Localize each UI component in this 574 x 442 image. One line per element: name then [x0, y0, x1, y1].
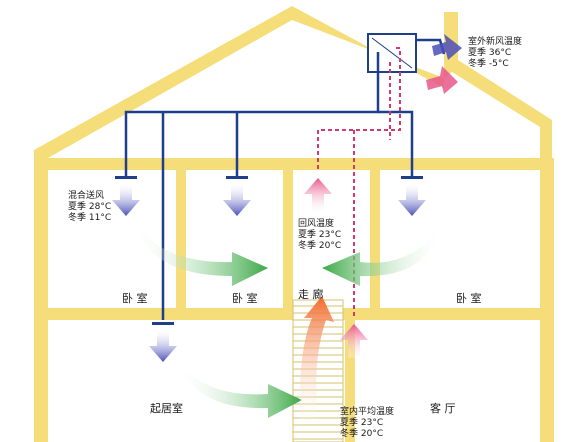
return-duct: [317, 47, 401, 318]
room-labels: 卧 室 卧 室 走 廊 卧 室 起居室 客 厅: [122, 287, 482, 415]
rising-arrow: [299, 296, 334, 420]
curved-arrow-icon: [322, 226, 440, 286]
return-winter: 冬季 20°C: [298, 239, 341, 251]
supply-duct: [124, 38, 446, 320]
room-bedroom-middle: 卧 室: [232, 291, 258, 305]
indoor-average-label: 室内平均温度 夏季 23°C 冬季 20°C: [340, 405, 394, 439]
supply-air-label: 混合送风 夏季 28°C 冬季 11°C: [68, 189, 111, 223]
supply-winter: 冬季 11°C: [68, 211, 111, 223]
return-summer: 夏季 23°C: [298, 228, 341, 240]
return-title: 回风温度: [298, 217, 334, 229]
up-arrow-icon: [304, 178, 332, 212]
indoor-winter: 冬季 20°C: [340, 427, 383, 439]
curved-arrow-icon: [134, 220, 268, 286]
hrv-unit: [367, 33, 417, 73]
vent-bedroom-right: [401, 176, 423, 179]
up-arrow-icon: [426, 66, 458, 94]
outdoor-title: 室外新风温度: [468, 35, 522, 47]
down-arrow-icon: [223, 184, 251, 216]
down-arrow-icon: [112, 184, 140, 216]
supply-arrows: [112, 184, 426, 362]
vent-bedroom-left: [115, 176, 137, 179]
right-wall: [540, 158, 554, 442]
outdoor-air-label: 室外新风温度 夏季 36°C 冬季 -5°C: [468, 35, 522, 69]
wall-3: [370, 166, 380, 314]
vent-living: [152, 322, 174, 325]
wall-2: [283, 166, 293, 308]
wall-1: [176, 166, 186, 314]
curved-arrow-icon: [180, 362, 302, 418]
room-bedroom-right: 卧 室: [456, 291, 482, 305]
indoor-title: 室内平均温度: [340, 405, 394, 417]
down-arrow-icon: [398, 184, 426, 216]
room-living: 起居室: [150, 401, 183, 415]
up-arrow-icon: [432, 34, 462, 60]
vent-bedroom-middle: [226, 176, 248, 179]
return-arrows: [304, 34, 462, 358]
up-arrow-icon: [340, 324, 368, 358]
left-wall: [34, 158, 48, 442]
roof: [34, 6, 552, 165]
indoor-summer: 夏季 23°C: [340, 416, 383, 428]
supply-summer: 夏季 28°C: [68, 200, 111, 212]
down-arrow-icon: [149, 330, 177, 362]
room-corridor: 走 廊: [298, 287, 324, 301]
room-bedroom-left: 卧 室: [122, 291, 148, 305]
air-flow-arrows: [134, 220, 440, 420]
return-air-label: 回风温度 夏季 23°C 冬季 20°C: [298, 217, 341, 251]
room-hall: 客 厅: [430, 401, 456, 415]
supply-vents: [115, 176, 423, 325]
lower-wall: [345, 318, 355, 442]
outdoor-winter: 冬季 -5°C: [468, 57, 509, 69]
outdoor-summer: 夏季 36°C: [468, 46, 511, 58]
supply-title: 混合送风: [68, 189, 104, 201]
